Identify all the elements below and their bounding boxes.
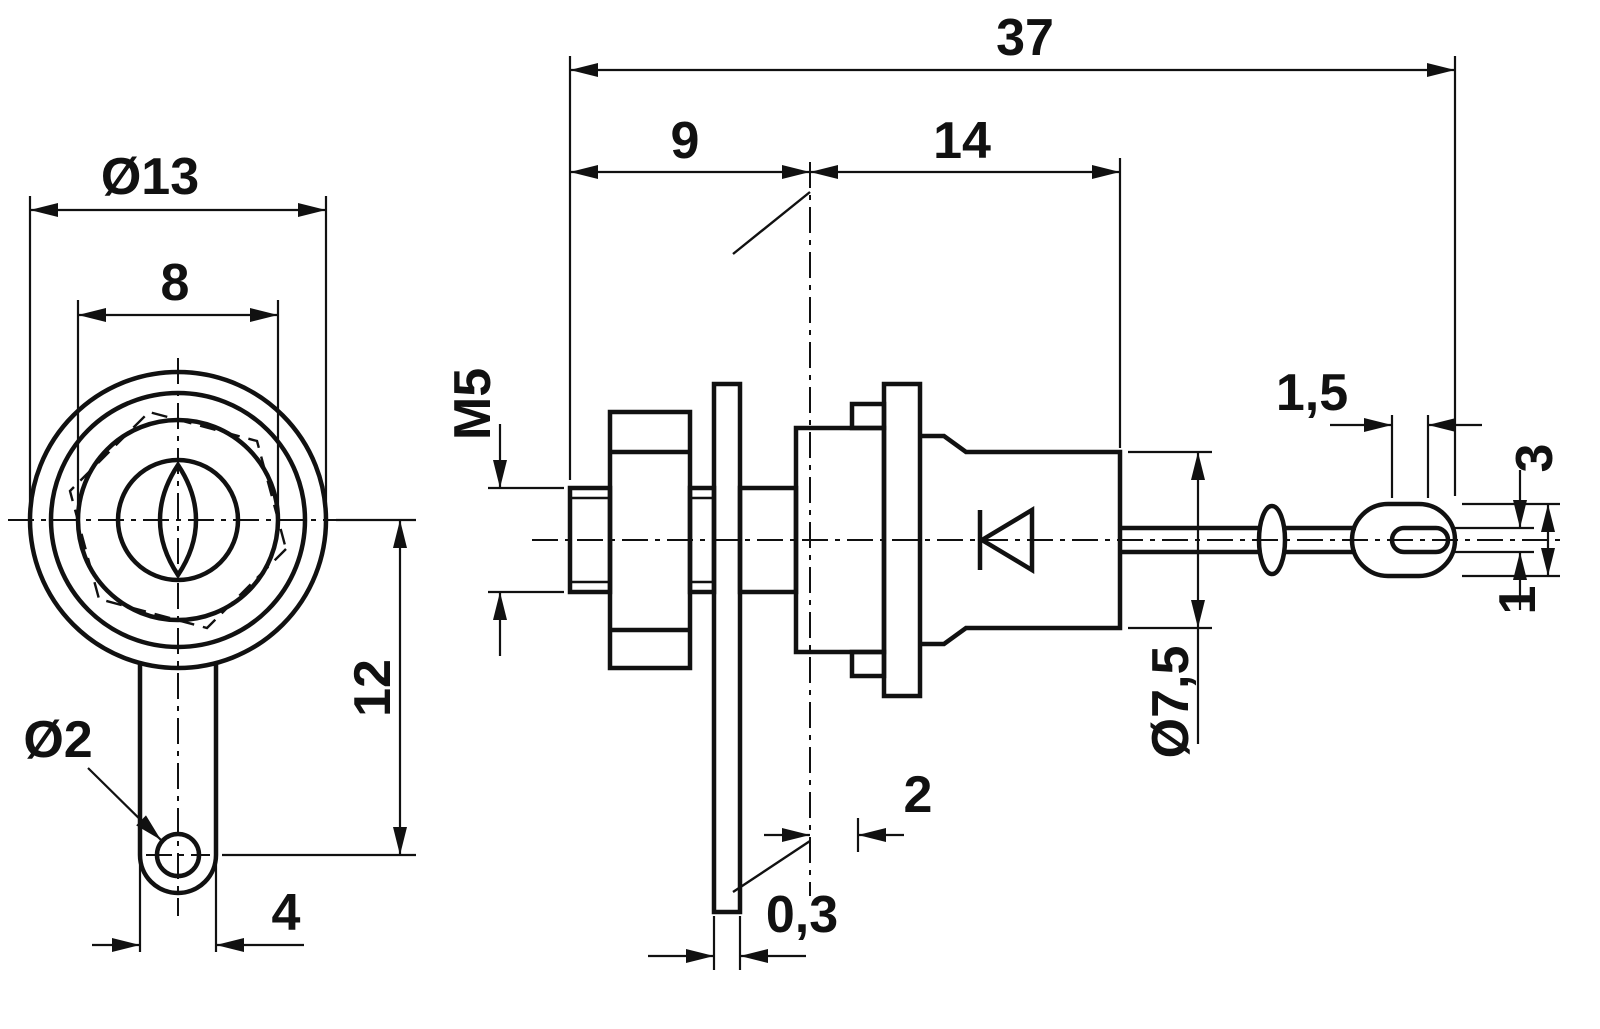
dim-hole-diameter: Ø2 [23, 711, 162, 841]
diode-body [920, 433, 1123, 647]
lead-wire [1120, 503, 1356, 577]
dim-thread-label: M5 [444, 368, 502, 440]
front-outer-circle [27, 369, 329, 671]
dim-tab-width-label: 4 [272, 884, 301, 942]
dim-panel-offset-label: 2 [904, 766, 933, 824]
dim-front-length: 9 [570, 112, 810, 179]
dim-outer-diameter: Ø13 [28, 148, 328, 512]
wire-bead [1256, 503, 1288, 577]
dim-body-length-label: 14 [933, 112, 991, 170]
dim-front-length-label: 9 [671, 112, 700, 170]
front-view: Ø13 8 Ø2 12 4 [8, 148, 416, 952]
dim-lug-thickness: 0,3 [648, 886, 838, 970]
solder-tab [137, 663, 219, 896]
front-inner-circle [115, 457, 241, 583]
dim-body-length: 14 [810, 112, 1122, 448]
dim-eyelet-slot-height-label: 1 [1489, 586, 1547, 615]
diode-symbol [977, 506, 1035, 574]
flange-disc-side [881, 381, 923, 699]
tab-hole [154, 831, 202, 879]
dim-overall-length: 37 [568, 9, 1457, 496]
dim-boss-width: 8 [76, 254, 280, 508]
dim-lug-thickness-label: 0,3 [766, 886, 838, 944]
thread-lines [570, 496, 714, 584]
dim-eyelet-width: 3 [1462, 444, 1564, 578]
dim-tab-center-length-label: 12 [344, 659, 402, 717]
dim-eyelet-slot-height: 1 [1452, 470, 1547, 614]
ring-terminal [1349, 501, 1458, 579]
dim-hole-diameter-label: Ø2 [23, 711, 92, 769]
screw-slot [157, 460, 199, 580]
dim-eyelet-hole-offset-label: 1,5 [1276, 364, 1348, 422]
dim-tab-width: 4 [92, 862, 304, 952]
dim-body-diameter: Ø7,5 [1128, 450, 1212, 759]
dim-overall-length-label: 37 [996, 9, 1054, 67]
dim-boss-width-label: 8 [161, 254, 190, 312]
dim-eyelet-hole-offset: 1,5 [1276, 364, 1482, 498]
dim-thread: M5 [444, 368, 564, 656]
side-view: 37 9 14 M5 1,5 [444, 9, 1564, 970]
solder-lug-side [711, 381, 743, 915]
panel-plane-marks [732, 191, 811, 894]
terminal-slot [1389, 525, 1451, 555]
dim-outer-diameter-label: Ø13 [101, 148, 199, 206]
hex-nut-hidden-outline [68, 410, 288, 630]
dim-eyelet-width-label: 3 [1506, 444, 1564, 473]
dim-body-diameter-label: Ø7,5 [1142, 646, 1200, 759]
front-rim-circle [48, 390, 308, 650]
dim-panel-offset: 2 [764, 766, 932, 852]
dim-tab-center-length: 12 [222, 518, 416, 857]
